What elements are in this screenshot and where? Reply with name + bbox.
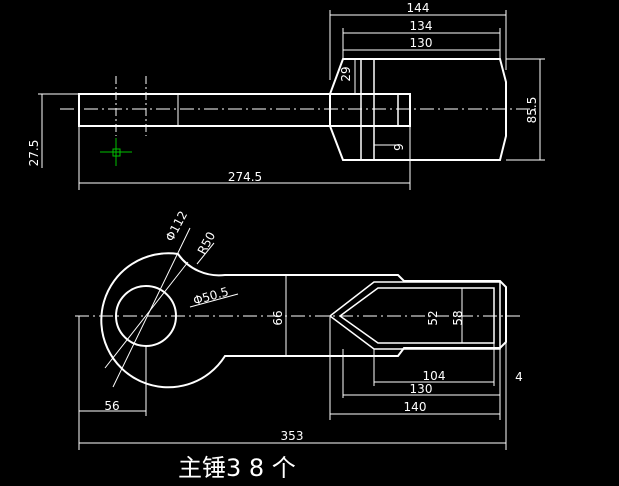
dim-130-top: 130 xyxy=(410,36,433,50)
leader-phi505 xyxy=(104,261,189,369)
dim-144: 144 xyxy=(407,1,430,15)
eye-outline xyxy=(100,252,507,389)
dim-r50: R50 xyxy=(195,229,218,256)
dim-52: 52 xyxy=(426,310,440,325)
dim-353: 353 xyxy=(281,429,304,443)
dim-134: 134 xyxy=(410,19,433,33)
front-view xyxy=(75,227,520,450)
dim-66: 66 xyxy=(271,310,285,325)
top-dimension-lines xyxy=(38,10,545,190)
dim-phi112: Φ112 xyxy=(163,209,191,244)
leader-phi112 xyxy=(112,227,191,388)
dim-56: 56 xyxy=(104,399,119,413)
dim-130-front: 130 xyxy=(410,382,433,396)
drawing-title: 主锤3 8 个 xyxy=(178,454,296,482)
dim-274-5: 274.5 xyxy=(228,170,262,184)
front-dimension-lines xyxy=(78,316,507,450)
dim-29: 29 xyxy=(339,66,353,81)
dim-9: 9 xyxy=(392,143,406,151)
leader-r50 xyxy=(196,242,215,265)
wedge-outer xyxy=(328,281,501,350)
leader-phi505-tail xyxy=(189,293,239,308)
shaft-outline xyxy=(78,93,411,127)
dim-140: 140 xyxy=(404,400,427,414)
dim-85-5: 85.5 xyxy=(525,97,539,124)
ucs-marker xyxy=(100,138,132,166)
dim-27-5: 27.5 xyxy=(27,140,41,167)
head-outline xyxy=(329,58,507,161)
dim-phi50-5: Φ50.5 xyxy=(192,284,231,307)
dim-104: 104 xyxy=(423,369,446,383)
dim-4: 4 xyxy=(515,370,523,384)
top-view xyxy=(38,10,545,190)
dim-58: 58 xyxy=(451,310,465,325)
